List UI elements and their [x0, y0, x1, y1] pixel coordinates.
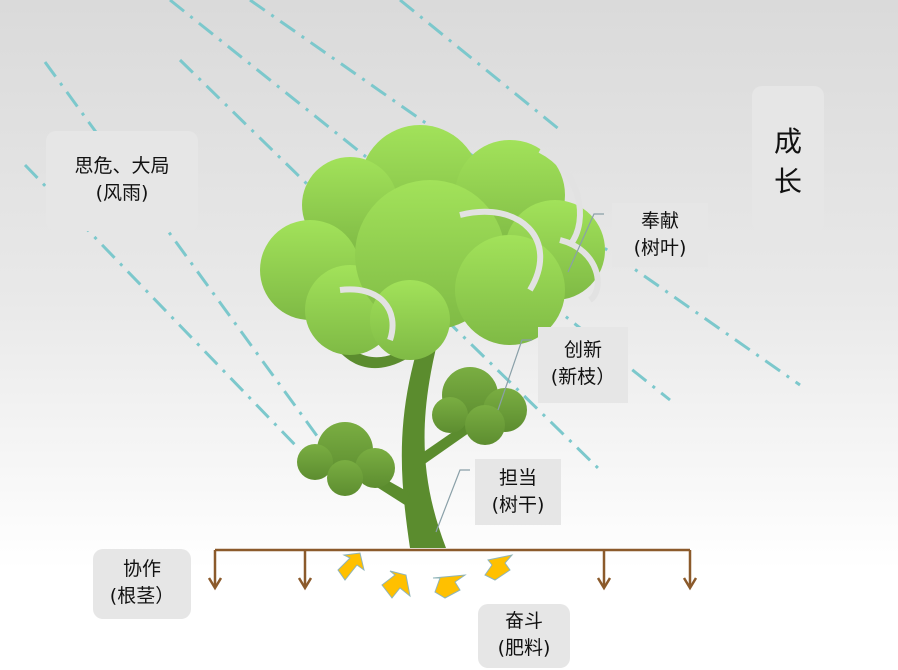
small-branch-clusters	[297, 367, 527, 496]
roots	[207, 548, 698, 591]
canopy	[260, 125, 605, 360]
label-text: 成	[773, 125, 802, 158]
fertilizer-arrows	[337, 552, 514, 599]
label-text: (风雨)	[95, 182, 149, 204]
rain-line	[23, 163, 302, 452]
label-text: (树干)	[491, 494, 545, 516]
rain-line	[399, 0, 561, 132]
label-text: 思危、大局	[74, 155, 170, 177]
label-risk-storm: 思危、大局 (风雨)	[46, 131, 198, 231]
label-text: (肥料)	[497, 637, 551, 659]
label-text: 奋斗	[504, 610, 543, 632]
label-new-branch: 创新 (新枝）	[538, 327, 628, 403]
label-text: 担当	[498, 467, 537, 489]
label-growth: 成 长	[752, 86, 824, 232]
rain-line	[43, 61, 322, 441]
label-text: (根茎）	[109, 585, 175, 607]
label-text: 创新	[563, 339, 602, 361]
label-text: (树叶)	[633, 237, 687, 259]
label-text: (新枝）	[550, 366, 616, 388]
label-text: 长	[773, 165, 802, 198]
label-fertilizer: 奋斗 (肥料)	[478, 604, 570, 668]
callout-lines	[435, 213, 604, 533]
label-text: 协作	[122, 558, 161, 580]
label-trunk: 担当 (树干)	[475, 459, 561, 525]
label-roots: 协作 (根茎）	[93, 549, 191, 619]
label-text: 奉献	[640, 210, 679, 232]
rain-line	[178, 58, 602, 472]
label-leaves: 奉献 (树叶)	[612, 203, 708, 267]
